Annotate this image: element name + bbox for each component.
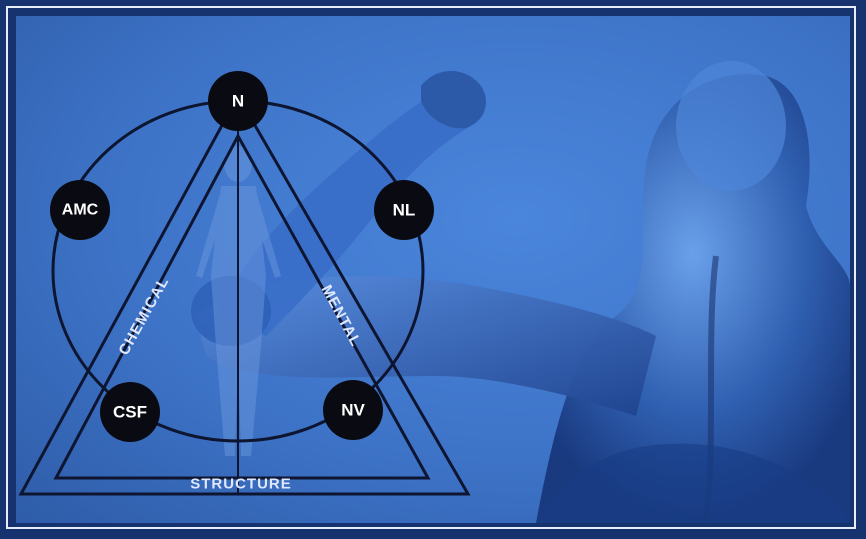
- node-nl: NL: [374, 180, 434, 240]
- node-nv-label: NV: [341, 401, 365, 420]
- side-label-chemical: CHEMICAL: [115, 274, 172, 358]
- diagram-svg: CHEMICAL MENTAL STRUCTURE N AMC NL CSF N…: [16, 16, 850, 523]
- muscle-figure-illustration: [191, 61, 850, 523]
- node-csf-label: CSF: [113, 403, 147, 422]
- node-n: N: [208, 71, 268, 131]
- node-amc-label: AMC: [62, 202, 99, 219]
- node-amc: AMC: [50, 180, 110, 240]
- side-label-structure: STRUCTURE: [190, 476, 292, 493]
- triad-of-health-illustration: CHEMICAL MENTAL STRUCTURE N AMC NL CSF N…: [16, 16, 850, 523]
- node-nl-label: NL: [393, 201, 416, 220]
- node-nv: NV: [323, 380, 383, 440]
- node-csf: CSF: [100, 382, 160, 442]
- node-n-label: N: [232, 92, 244, 111]
